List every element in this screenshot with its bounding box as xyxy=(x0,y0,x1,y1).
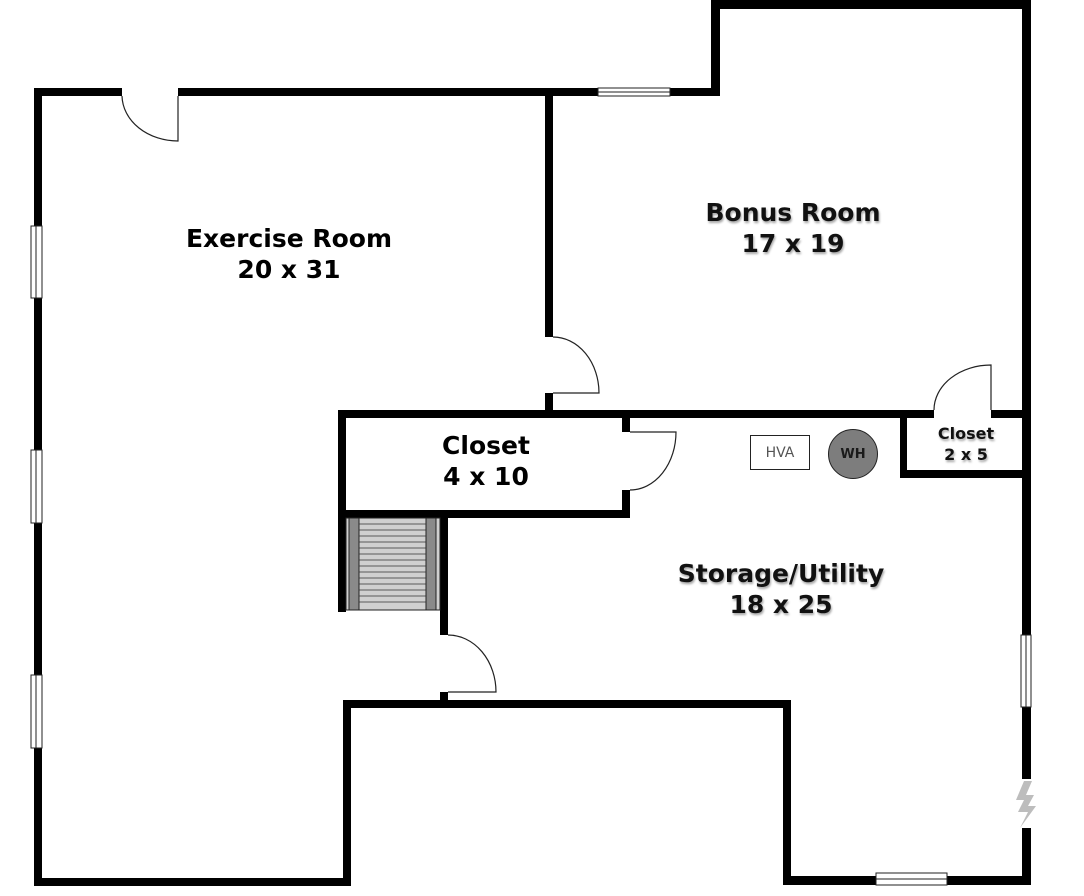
door-swing-icon xyxy=(447,634,497,693)
hvac-label: HVA xyxy=(765,444,795,461)
room-name: Closet xyxy=(937,424,995,443)
water-heater-label: WH xyxy=(840,446,866,462)
windows xyxy=(30,87,1032,886)
room-name: Exercise Room xyxy=(185,224,393,253)
water-heater-icon: WH xyxy=(828,429,878,479)
room-label-storage-utility: Storage/Utility 18 x 25 xyxy=(678,559,885,620)
walls xyxy=(34,0,1031,886)
door-swing-icon xyxy=(552,336,600,394)
room-dimensions: 2 x 5 xyxy=(944,444,988,464)
room-name: Closet xyxy=(442,431,530,460)
door-swing-icon xyxy=(933,364,992,411)
room-dimensions: 20 x 31 xyxy=(237,254,341,284)
room-name: Storage/Utility xyxy=(677,559,885,588)
doors xyxy=(121,95,992,693)
room-label-closet-small: Closet 2 x 5 xyxy=(938,424,994,466)
room-name: Bonus Room xyxy=(705,198,881,227)
room-label-exercise-room: Exercise Room 20 x 31 xyxy=(186,224,392,285)
room-label-closet-large: Closet 4 x 10 xyxy=(442,431,530,492)
hvac-unit-icon: HVA xyxy=(750,435,810,470)
door-swing-icon xyxy=(121,95,179,142)
room-label-bonus-room: Bonus Room 17 x 19 xyxy=(705,198,880,259)
stairs-icon xyxy=(345,517,441,611)
door-swing-icon xyxy=(629,431,677,491)
room-dimensions: 4 x 10 xyxy=(443,461,529,491)
room-dimensions: 17 x 19 xyxy=(741,228,845,258)
room-dimensions: 18 x 25 xyxy=(729,589,833,619)
electrical-panel-icon xyxy=(1016,779,1036,828)
